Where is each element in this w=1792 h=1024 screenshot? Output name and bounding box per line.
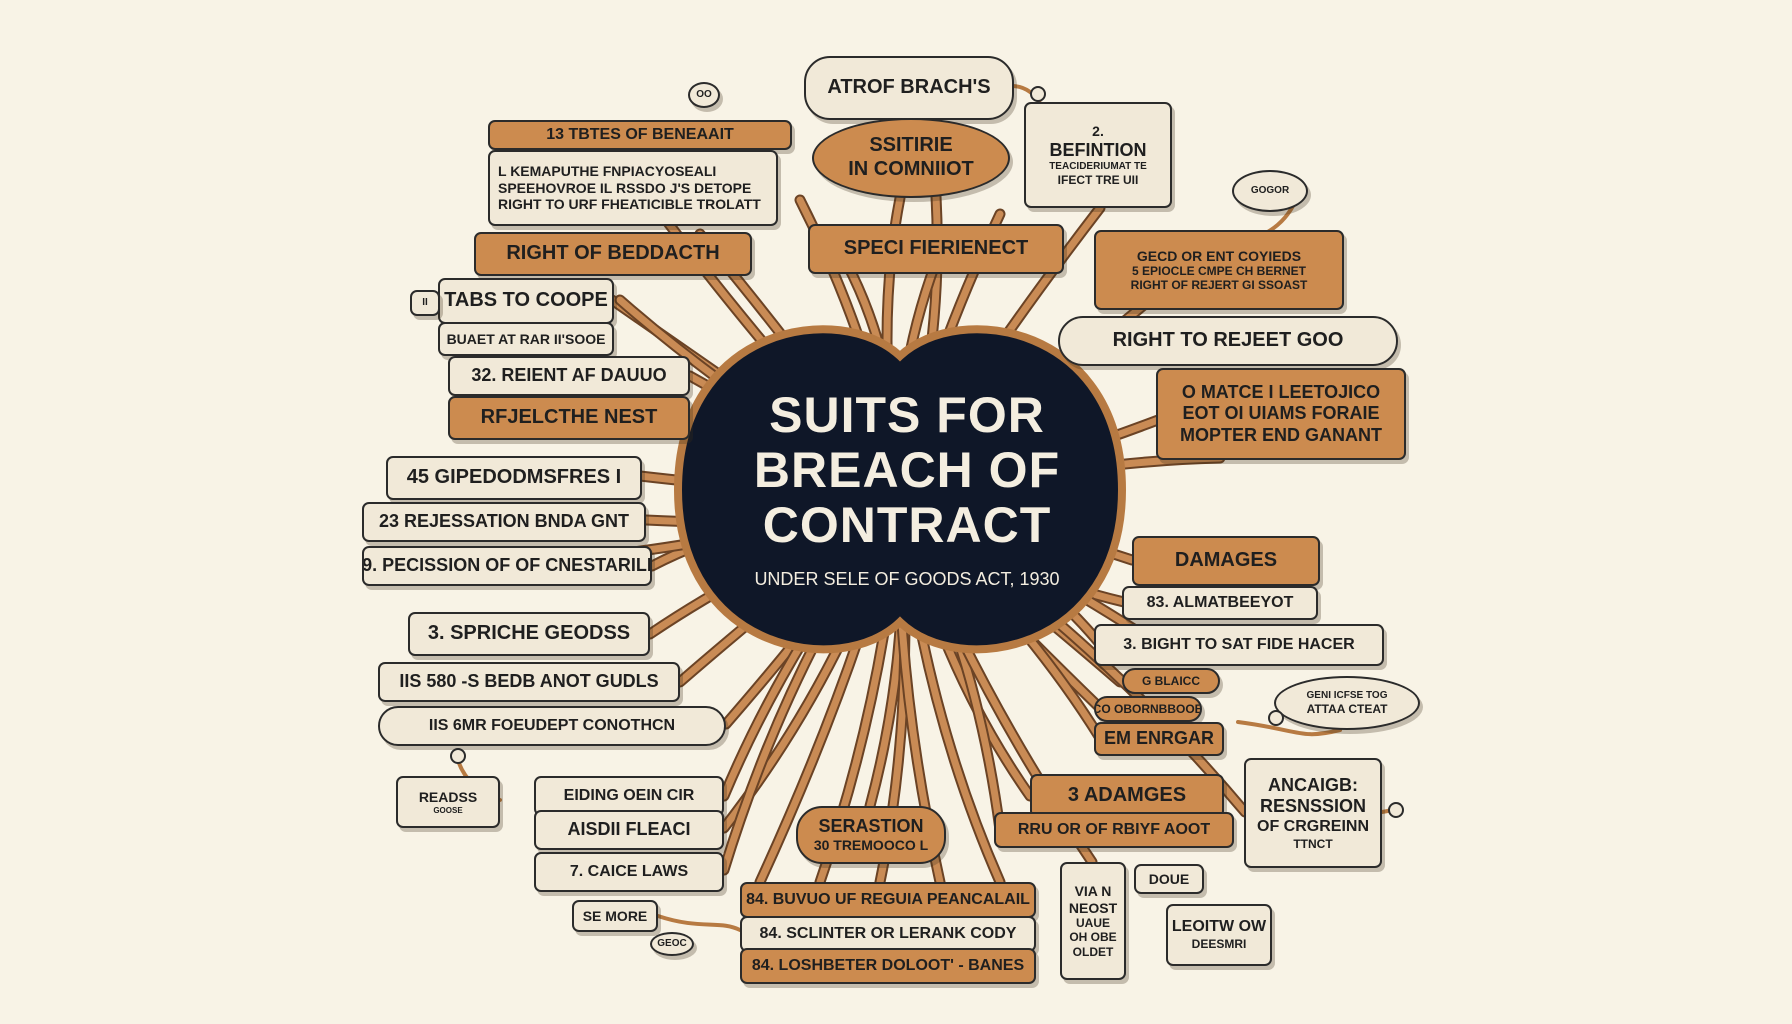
node-rru[interactable]: RRU OR OF RBIYF AOOT (994, 812, 1234, 848)
center-title-line-2: BREACH OF (753, 442, 1061, 498)
node-se-more[interactable]: SE MORE (572, 900, 658, 932)
node-84-b[interactable]: 84. SCLINTER OR LERANK CODY (740, 916, 1036, 952)
node-em-engar[interactable]: EM ENRGAR (1094, 722, 1224, 756)
connector-dot (1268, 710, 1284, 726)
node-rights-header[interactable]: 13 TBTES OF BENEAAIT (488, 120, 792, 150)
node-leoitw[interactable]: LEOITW OW DEESMRI (1166, 904, 1272, 966)
connector-side-line (1236, 720, 1342, 737)
node-speci[interactable]: SPECI FIERIENECT (808, 224, 1064, 274)
node-definition[interactable]: 2. BEFINTION TEACIDERIUMAT TE IFECT TRE … (1024, 102, 1172, 208)
node-top-small[interactable]: OO (688, 82, 720, 108)
node-readss[interactable]: READSS GOOSE (396, 776, 500, 828)
node-rfjelc[interactable]: RFJELCTHE NEST (448, 396, 690, 440)
node-ancaig[interactable]: ANCAIGB: RESNSSION OF CRGREINN TTNCT (1244, 758, 1382, 868)
node-buaet[interactable]: BUAET AT RAR II'SOOE (438, 322, 614, 356)
node-ll6mr[interactable]: IIS 6MR FOEUDEPT CONOTHCN (378, 706, 726, 746)
node-omatce[interactable]: O MATCE I LEETOJICO EOT OI UIAMS FORAIE … (1156, 368, 1406, 460)
node-tabs[interactable]: TABS TO COOPE (438, 278, 614, 324)
center-node: SUITS FOR BREACH OF CONTRACT UNDER SELE … (688, 318, 1126, 660)
node-ll580[interactable]: IIS 580 -S BEDB ANOT GUDLS (378, 662, 680, 702)
node-caice[interactable]: 7. CAICE LAWS (534, 852, 724, 892)
node-3-left[interactable]: 3. SPRICHE GEODSS (408, 612, 650, 656)
node-geni[interactable]: GENI ICFSE TOG ATTAA CTEAT (1274, 676, 1420, 730)
node-right-of-bedacth[interactable]: RIGHT OF BEDDACTH (474, 232, 752, 276)
connector-dot (450, 748, 466, 764)
node-9[interactable]: 9. PECISSION OF OF CNESTARILI (362, 546, 652, 586)
node-doue[interactable]: DOUE (1134, 864, 1204, 894)
node-45[interactable]: 45 GIPEDODMSFRES I (386, 456, 642, 500)
connector-dot (1388, 802, 1404, 818)
node-84-c[interactable]: 84. LOSHBETER DOLOOT' - BANES (740, 948, 1036, 984)
node-reject-goo[interactable]: RIGHT TO REJEET GOO (1058, 316, 1398, 366)
node-top-oval[interactable]: SSITIRIE IN COMNIIOT (812, 118, 1010, 198)
node-top-title[interactable]: ATROF BRACH'S (804, 56, 1014, 120)
node-32-reient[interactable]: 32. REIENT AF DAUUO (448, 356, 690, 396)
node-gblaic[interactable]: G BLAICC (1122, 668, 1220, 694)
node-83[interactable]: 83. ALMATBEEYOT (1122, 586, 1318, 620)
node-84-a[interactable]: 84. BUVUO UF REGUIA PEANCALAIL (740, 882, 1036, 918)
node-aisdi[interactable]: AISDII FLEACI (534, 810, 724, 850)
node-23[interactable]: 23 REJESSATION BNDA GNT (362, 502, 646, 542)
center-node-shape (673, 325, 1127, 654)
connector-side-line (656, 914, 742, 932)
node-rights-body[interactable]: L KEMAPUTHE FNPIACYOSEALI SPEEHOVROE IL … (488, 150, 778, 226)
node-tr-small[interactable]: GOGOR (1232, 170, 1308, 212)
node-via[interactable]: VIA N NEOST UAUE OH OBE OLDET (1060, 862, 1126, 980)
center-subtitle: UNDER SELE OF GOODS ACT, 1930 (754, 569, 1060, 589)
center-title-line-1: SUITS FOR (769, 387, 1045, 443)
node-gecd[interactable]: GECD OR ENT COYIEDS 5 EPIOCLE CMPE CH BE… (1094, 230, 1344, 310)
node-damages[interactable]: DAMAGES (1132, 536, 1320, 586)
node-seras[interactable]: SERASTION 30 TREMOOCO L (796, 806, 946, 864)
node-geoc[interactable]: GEOC (650, 932, 694, 956)
node-3-right[interactable]: 3. BIGHT TO SAT FIDE HACER (1094, 624, 1384, 666)
connector-dot (1030, 86, 1046, 102)
node-adamges[interactable]: 3 ADAMGES (1030, 774, 1224, 818)
center-title-line-3: CONTRACT (762, 497, 1052, 553)
node-co-obr[interactable]: CO OBORNBBOOB (1094, 696, 1202, 722)
node-tabs-tag[interactable]: II (410, 290, 440, 316)
